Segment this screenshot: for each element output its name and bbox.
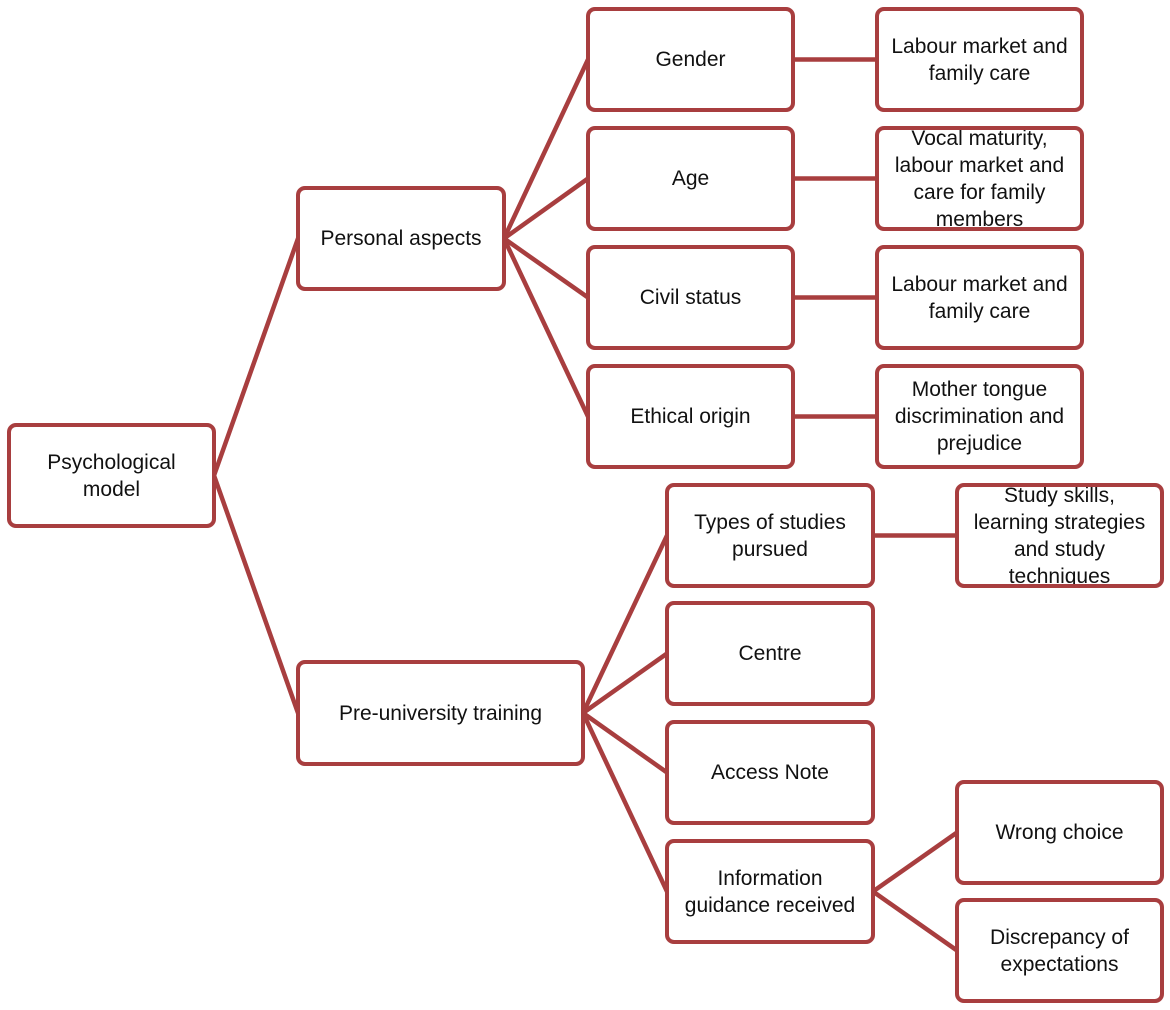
connector-pre_university_training-to-types_of_studies <box>580 533 670 716</box>
node-label: Wrong choice <box>995 821 1124 844</box>
connector-information_guidance-to-discrepancy <box>870 889 960 953</box>
connector-root-to-pre_university_training <box>211 473 301 716</box>
connector-pre_university_training-to-access_note <box>580 710 670 775</box>
connector-pre_university_training-to-information_guidance <box>580 710 670 894</box>
connector-root-to-personal_aspects <box>211 236 301 478</box>
connector-pre_university_training-to-centre <box>580 651 670 716</box>
node-gender: Gender <box>586 7 795 112</box>
node-centre: Centre <box>665 601 875 706</box>
node-label: Gender <box>655 48 726 71</box>
node-label: Centre <box>738 642 802 665</box>
node-access-note: Access Note <box>665 720 875 825</box>
node-civil-status: Civil status <box>586 245 795 350</box>
node-pre-university-training: Pre-university training <box>296 660 585 766</box>
node-label: Access Note <box>711 761 829 784</box>
node-age: Age <box>586 126 795 231</box>
node-label: Age <box>671 167 710 190</box>
node-label: Pre-university training <box>338 701 543 725</box>
node-personal-aspects: Personal aspects <box>296 186 506 291</box>
connector-personal_aspects-to-civil_status <box>501 236 591 300</box>
connector-personal_aspects-to-gender <box>501 57 591 241</box>
node-ethical-origin: Ethical origin <box>586 364 795 469</box>
connector-personal_aspects-to-age <box>501 176 591 241</box>
connector-information_guidance-to-wrong_choice <box>870 830 960 894</box>
node-label: Civil status <box>639 286 742 309</box>
node-wrong-choice: Wrong choice <box>955 780 1164 885</box>
node-label: Personal aspects <box>320 227 482 250</box>
connector-personal_aspects-to-ethical_origin <box>501 236 591 419</box>
node-label: Ethical origin <box>630 405 751 428</box>
